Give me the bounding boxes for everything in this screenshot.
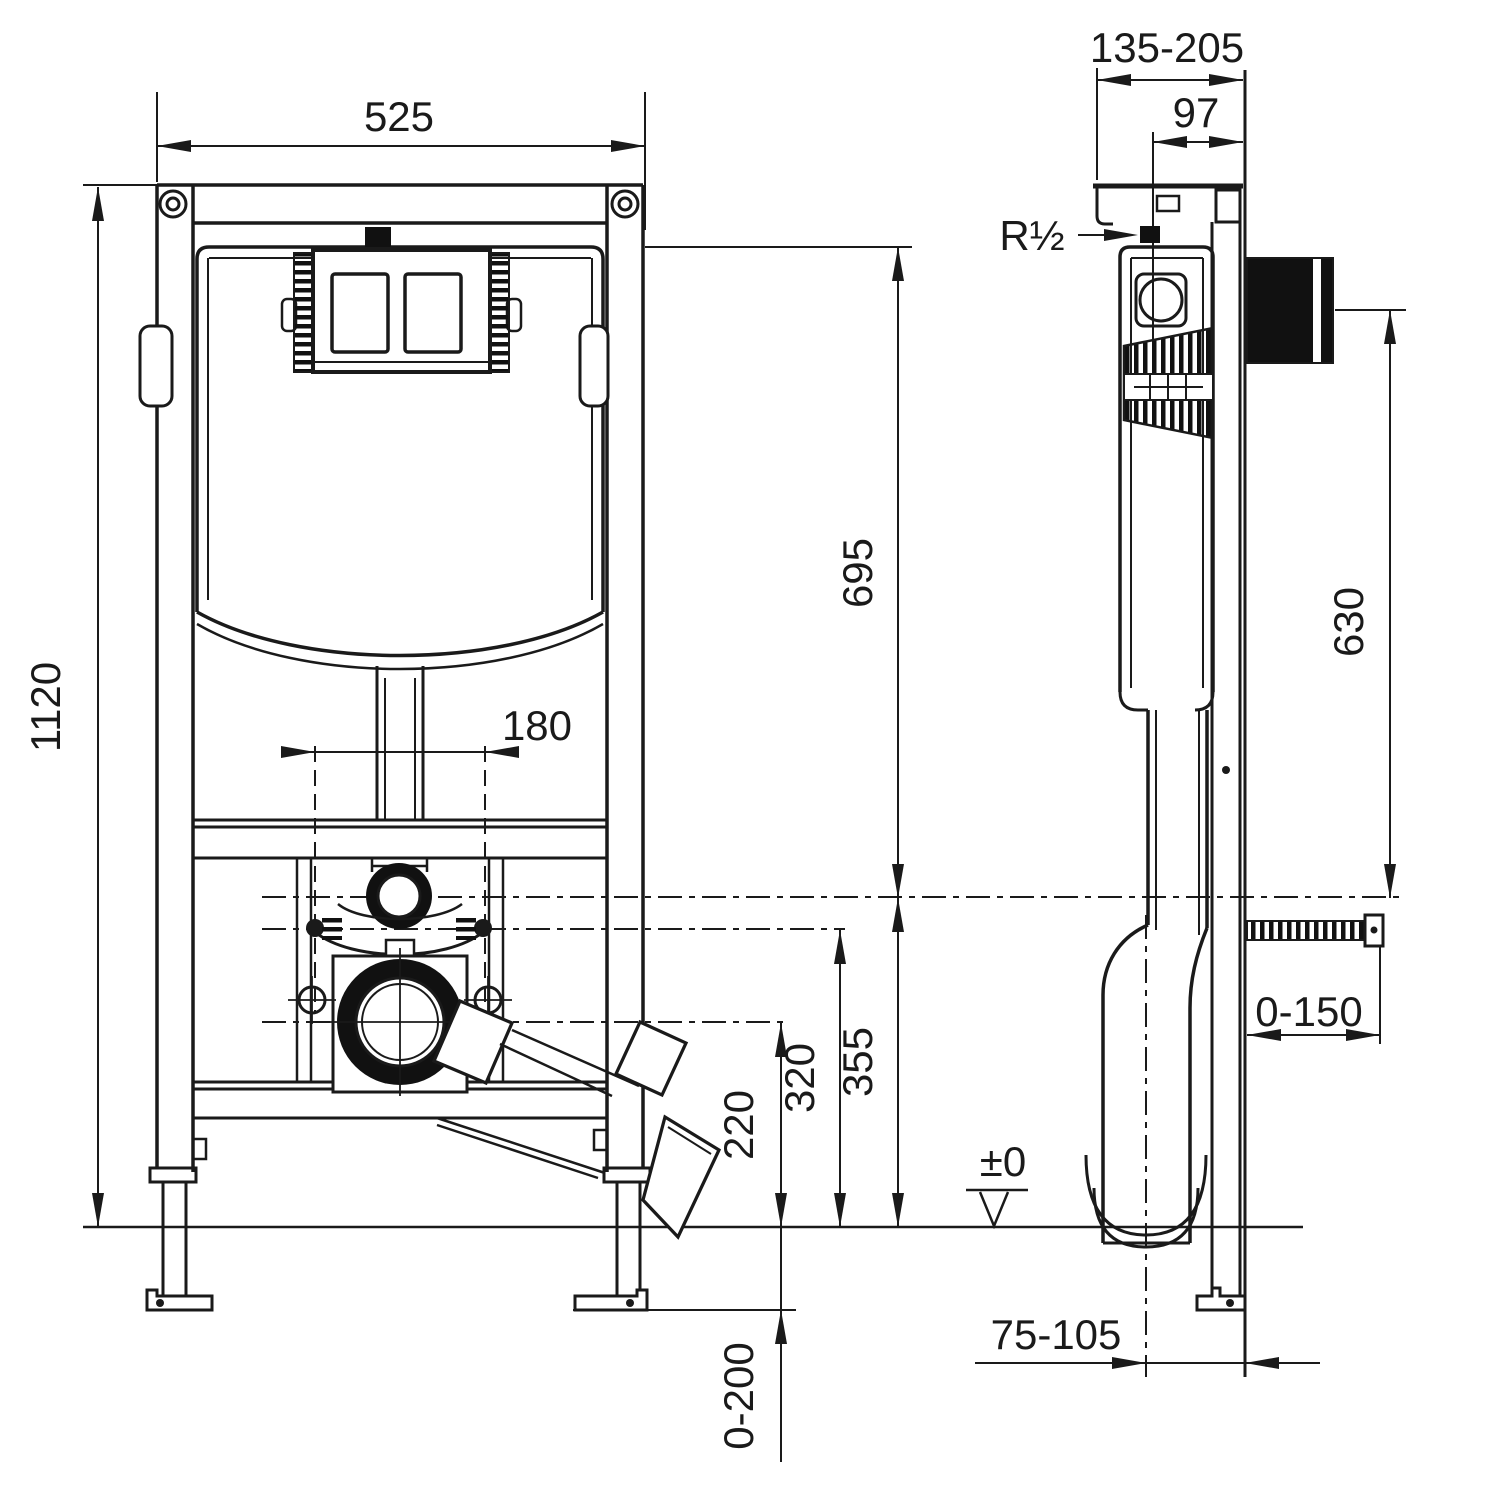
- front-view: [138, 183, 722, 1312]
- side-clip-right: [578, 324, 610, 408]
- dim-label-anchor: 0-150: [1255, 988, 1362, 1035]
- actuator-top-connector: [365, 227, 391, 247]
- inlet-valve-housing: [1134, 272, 1188, 328]
- dim-label-leg-adjust: 0-200: [715, 1342, 762, 1449]
- spring-right: [456, 914, 476, 940]
- dim-bolt-spacing-180: 180: [281, 702, 572, 758]
- flush-actuator: [293, 227, 510, 374]
- actuator-box-side: [1246, 257, 1334, 364]
- dim-floor-datum: ±0: [966, 1138, 1028, 1230]
- flush-pipe: [375, 666, 425, 820]
- cistern-bottom-wave: [196, 610, 604, 658]
- arrowhead: [157, 140, 191, 152]
- cistern-profile: [1118, 245, 1215, 692]
- side-drain: [1084, 710, 1209, 1249]
- dim-label-outlet: 220: [715, 1090, 762, 1160]
- leg-clamp-left: [148, 1166, 198, 1184]
- leg-left: [161, 1182, 188, 1295]
- dim-label-floor-datum: ±0: [980, 1138, 1026, 1185]
- chute-plate-right: [613, 1019, 689, 1098]
- spring-left: [322, 914, 342, 940]
- dim-actuator-top-695: 695: [834, 247, 904, 898]
- spring-bolt-left: [306, 919, 324, 937]
- arrowhead: [611, 140, 645, 152]
- side-clip-left: [138, 324, 174, 408]
- side-flush-pipe: [1146, 710, 1209, 928]
- side-cistern: [1118, 245, 1215, 712]
- frame-bolt-left: [191, 1137, 208, 1161]
- foot-left: [145, 1288, 214, 1312]
- cistern-outline: [195, 245, 605, 612]
- chute-edges: [499, 1028, 640, 1098]
- side-view: [1084, 70, 1385, 1377]
- dim-label-flush-bend: 355: [834, 1027, 881, 1097]
- diagonal-brace: [436, 1116, 606, 1180]
- dim-label-cistern-depth: 97: [1173, 89, 1220, 136]
- drain-assembly: [288, 858, 512, 1096]
- tooth-strip-left: [293, 252, 314, 373]
- dim-height-1120: 1120: [22, 184, 157, 1227]
- dim-actuator-center-630: 630: [1325, 310, 1396, 898]
- side-rail: [1210, 187, 1242, 1310]
- dim-label-actuator-top: 695: [834, 538, 881, 608]
- flush-button-right: [403, 272, 463, 354]
- leg-right: [615, 1182, 642, 1295]
- dim-label-height: 1120: [22, 662, 69, 752]
- dim-flush-bend-355: 355: [834, 898, 904, 1227]
- spring-bolt-right: [474, 919, 492, 937]
- protection-plates: [431, 998, 722, 1240]
- dim-depth-135-205: 135-205: [1090, 24, 1244, 180]
- inlet-valve: [1138, 277, 1184, 323]
- front-cistern: [138, 245, 610, 820]
- dim-label-actuator-center: 630: [1325, 587, 1372, 657]
- dim-label-width: 525: [364, 93, 434, 140]
- dim-width-525: 525: [156, 92, 646, 230]
- dim-label-bolt-spacing: 180: [502, 702, 572, 749]
- dim-leg-adjust-0-200: 0-200: [715, 1227, 787, 1462]
- water-inlet-connector: [1140, 226, 1160, 243]
- gasket-inner: [1092, 1187, 1200, 1249]
- bracket-channels: [295, 858, 505, 1082]
- frame-bolt-right: [592, 1128, 609, 1152]
- dim-outlet-220: 220: [715, 1023, 787, 1227]
- dim-cistern-depth-97: 97: [1153, 89, 1243, 148]
- gasket-outer: [1084, 1154, 1208, 1237]
- dim-anchor-0-150: 0-150: [1247, 988, 1380, 1041]
- wall-anchor-rod: [1246, 920, 1366, 941]
- dim-water-connection: R½: [999, 212, 1138, 259]
- side-foot: [1195, 1286, 1247, 1312]
- flush-button-left: [330, 272, 390, 354]
- corner-screw-right: [610, 189, 640, 219]
- dim-label-depth: 135-205: [1090, 24, 1244, 71]
- upper-rail: [193, 818, 607, 860]
- dim-outlet-offset-75-105: 75-105: [975, 1311, 1320, 1369]
- chute-plate-left: [431, 998, 515, 1086]
- elbow-inner: [1188, 927, 1209, 1243]
- corner-screw-left: [158, 189, 188, 219]
- dimensions: 525 1120 180 695 355: [22, 24, 1396, 1462]
- tooth-strip-right: [489, 252, 510, 373]
- elbow-outer: [1101, 923, 1149, 1243]
- leg-clamp-right: [602, 1166, 652, 1184]
- front-frame: [145, 183, 652, 1312]
- dim-label-water-connection: R½: [999, 212, 1064, 259]
- dim-label-outlet-offset: 75-105: [991, 1311, 1122, 1358]
- foot-right: [573, 1288, 649, 1312]
